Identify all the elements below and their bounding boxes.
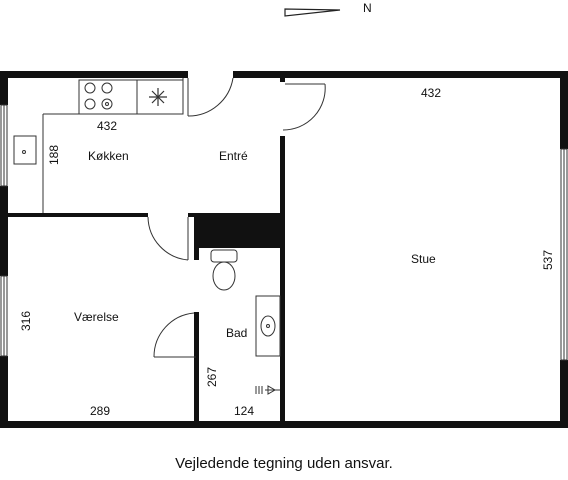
- north-arrow-icon: [284, 8, 341, 17]
- living-width-label: 432: [421, 86, 441, 100]
- bedroom-width-label: 289: [90, 404, 110, 418]
- fridge-icon: [136, 79, 184, 115]
- windows: [0, 104, 568, 361]
- bath-depth-label: 267: [205, 367, 219, 387]
- compass-label: N: [363, 1, 372, 15]
- disclaimer-text: Vejledende tegning uden ansvar.: [175, 455, 393, 472]
- bedroom-depth-label: 316: [19, 311, 33, 331]
- interior-walls: [8, 78, 285, 421]
- kitchen-name-label: Køkken: [88, 149, 129, 163]
- entry-name-label: Entré: [219, 149, 248, 163]
- living-name-label: Stue: [411, 252, 436, 266]
- bedroom-name-label: Værelse: [74, 310, 119, 324]
- bath-name-label: Bad: [226, 326, 247, 340]
- toilet-icon: [210, 249, 238, 291]
- stove-icon: [78, 79, 138, 115]
- door-swings: [147, 77, 326, 358]
- radiator-icon: [255, 385, 280, 395]
- thin-wall-lines: [42, 78, 184, 213]
- living-depth-label: 537: [541, 250, 555, 270]
- kitchen-sink-icon: [13, 135, 37, 165]
- bathroom-sink-icon: [255, 295, 281, 357]
- exterior-walls: [0, 71, 568, 428]
- kitchen-width-label: 432: [97, 119, 117, 133]
- bath-width-label: 124: [234, 404, 254, 418]
- kitchen-depth-label: 188: [47, 145, 61, 165]
